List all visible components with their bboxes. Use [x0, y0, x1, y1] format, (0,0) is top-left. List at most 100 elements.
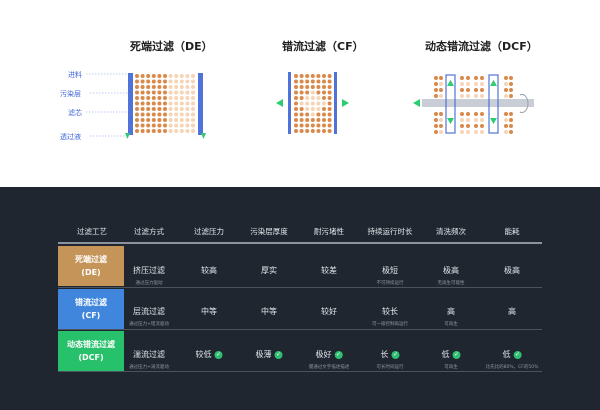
de-diagram-title: 死端过滤（DE）: [130, 40, 213, 53]
particle: [140, 129, 145, 133]
particle: [140, 85, 145, 89]
particle: [191, 123, 195, 128]
particle: [460, 76, 464, 80]
particle: [316, 118, 321, 122]
table-cell: 低✓比先比的80%，CF的50%: [485, 350, 539, 370]
particle: [185, 101, 190, 106]
particle: [140, 96, 145, 100]
particle: [151, 123, 156, 128]
particle: [163, 85, 167, 89]
particle: [151, 96, 156, 100]
particle: [466, 124, 470, 128]
particle: [439, 118, 443, 122]
particle: [299, 96, 304, 100]
particle: [294, 118, 298, 122]
particle: [140, 112, 145, 117]
particle: [140, 79, 145, 84]
particle: [191, 90, 195, 95]
particle: [174, 118, 179, 122]
particle: [179, 129, 184, 133]
particle: [135, 101, 139, 106]
particle: [294, 74, 298, 78]
particle: [146, 123, 151, 128]
col-header-process: 过滤工艺: [77, 227, 107, 236]
particle: [174, 96, 179, 100]
particle: [179, 118, 184, 122]
particle: [480, 112, 484, 116]
particle: [466, 112, 470, 116]
particle: [434, 82, 438, 86]
particle: [322, 112, 326, 117]
particle: [185, 118, 190, 122]
particle: [146, 79, 151, 84]
particle: [151, 101, 156, 106]
table-cell: 较好: [321, 307, 337, 316]
particle: [146, 112, 151, 117]
particle: [322, 101, 326, 106]
particle: [135, 96, 139, 100]
particle: [316, 129, 321, 133]
col-header-runtime: 持续运行时长: [367, 227, 413, 236]
particle: [305, 79, 310, 84]
check-circle-icon: ✓: [334, 350, 343, 359]
particle: [163, 112, 167, 117]
particle: [460, 124, 464, 128]
particle: [305, 123, 310, 128]
particle: [322, 90, 326, 95]
particle: [327, 129, 332, 133]
legend-permeate: 透过液: [60, 133, 81, 141]
particle: [316, 96, 321, 100]
particle: [504, 94, 508, 98]
particle: [140, 107, 145, 111]
particle: [466, 94, 470, 98]
particle: [327, 101, 332, 106]
particle: [322, 79, 326, 84]
particle: [480, 82, 484, 86]
particle: [191, 107, 195, 111]
particle: [299, 85, 304, 89]
legend-feed: 进料: [68, 71, 82, 79]
table-cell: 中等: [261, 307, 277, 316]
particle: [504, 124, 508, 128]
de-membrane-left: [128, 73, 133, 135]
particle: [157, 90, 162, 95]
particle: [322, 123, 326, 128]
particle: [327, 118, 332, 122]
legend-fouling-layer: 污染层: [60, 90, 81, 98]
particle: [327, 74, 332, 78]
particle: [157, 96, 162, 100]
cf-diagram-title: 错流过滤（CF）: [282, 40, 364, 53]
particle: [509, 82, 513, 86]
particle: [191, 96, 195, 100]
table-cell: 极薄✓: [255, 350, 283, 359]
particle: [460, 130, 464, 134]
dcf-disc-left: [445, 74, 456, 134]
particle: [168, 79, 173, 84]
particle: [157, 123, 162, 128]
particle: [146, 74, 151, 78]
particle: [185, 123, 190, 128]
particle: [504, 130, 508, 134]
particle: [460, 94, 464, 98]
particle: [294, 112, 298, 117]
particle: [179, 101, 184, 106]
de-membrane-right: [198, 73, 203, 135]
particle: [299, 74, 304, 78]
particle: [135, 129, 139, 133]
particle: [179, 123, 184, 128]
particle: [322, 118, 326, 122]
particle: [310, 112, 315, 117]
particle: [157, 101, 162, 106]
particle: [480, 94, 484, 98]
particle: [310, 90, 315, 95]
table-cell: 极高: [504, 266, 520, 275]
check-circle-icon: ✓: [452, 350, 461, 359]
particle: [191, 129, 195, 133]
table-cell: 较差: [321, 266, 337, 275]
particle: [168, 101, 173, 106]
particle: [460, 112, 464, 116]
particle: [439, 94, 443, 98]
particle: [174, 107, 179, 111]
dcf-disc-right: [488, 74, 499, 134]
table-cell: 较低✓: [195, 350, 223, 359]
